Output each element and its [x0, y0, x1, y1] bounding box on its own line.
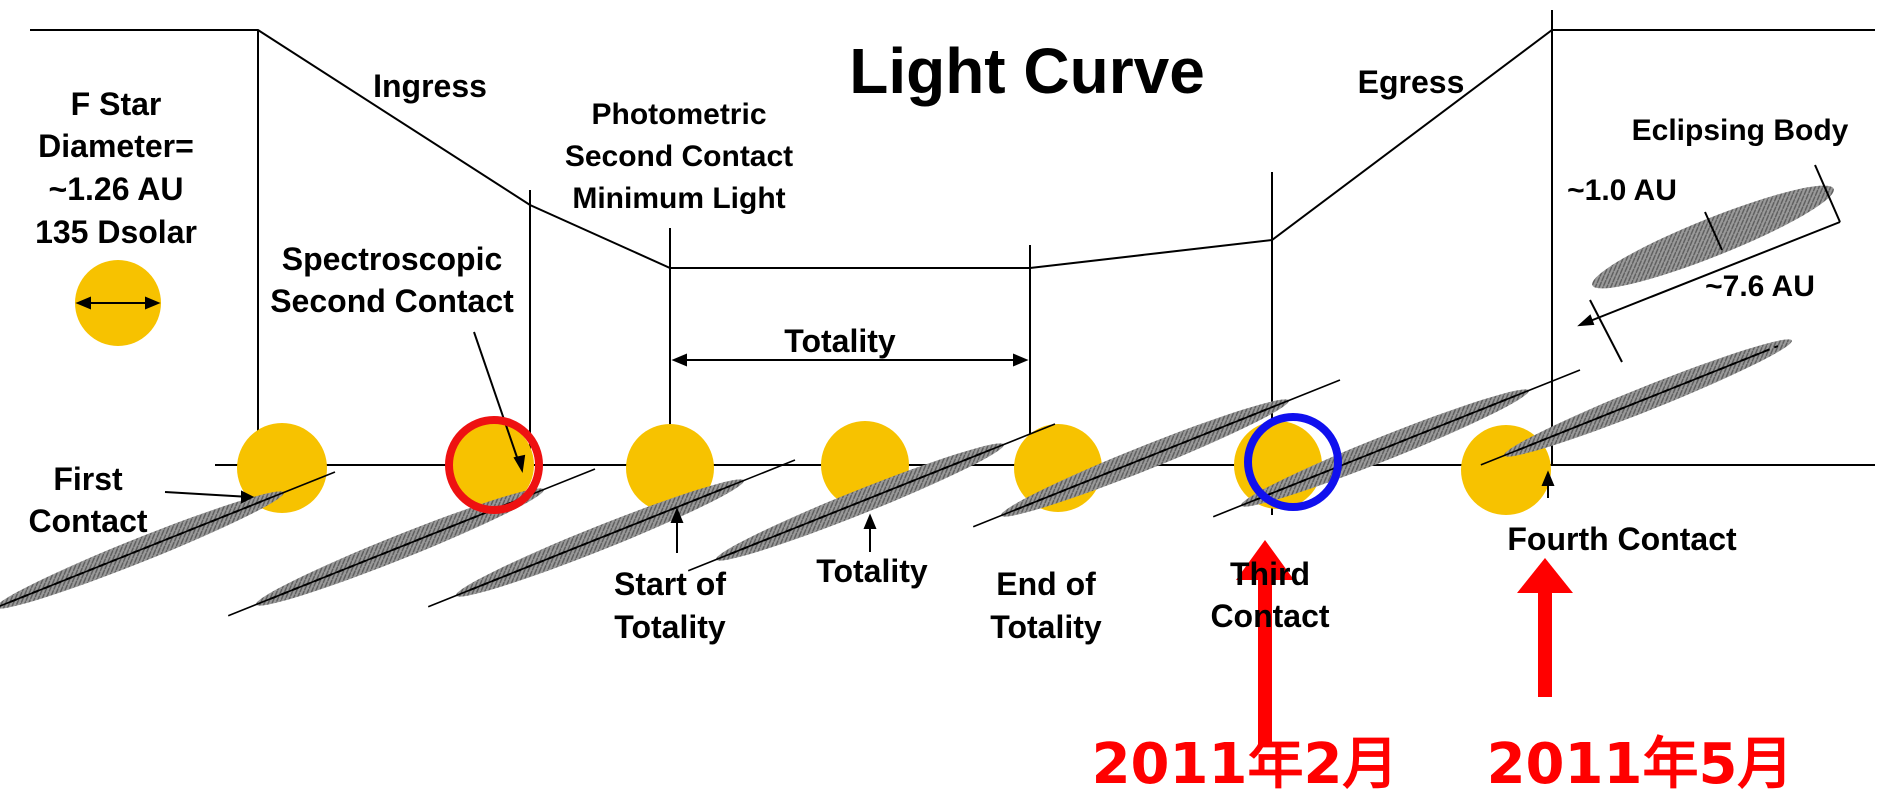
ellipse-7: [1480, 339, 1792, 466]
spectroscopic-highlight-circle: [445, 416, 543, 514]
eclipsing-body-label: Eclipsing Body: [1632, 114, 1849, 147]
end-totality-label-2: Totality: [990, 609, 1102, 645]
spectroscopic-contact-label-1: Spectroscopic: [282, 241, 503, 277]
star-name: F Star: [71, 86, 162, 122]
date-may-2011: 2011年5月: [1487, 732, 1794, 797]
egress-label: Egress: [1358, 64, 1465, 100]
legend-dimensions: [75, 164, 1841, 363]
ellipse-1: [0, 471, 336, 620]
light-curve: [30, 29, 1875, 269]
ingress-label: Ingress: [373, 68, 487, 104]
ellipse-6: [1212, 369, 1581, 518]
contact-lines: [257, 10, 1553, 515]
fourth-contact-label: Fourth Contact: [1507, 521, 1737, 557]
ellipse-4: [687, 423, 1056, 572]
star-diameter-label: Diameter=: [38, 128, 194, 164]
leader-arrows: [164, 331, 1555, 553]
star-diameter-au: ~1.26 AU: [49, 171, 184, 207]
start-totality-label-2: Totality: [614, 609, 726, 645]
third-contact-label-1: Third: [1230, 556, 1310, 592]
spectroscopic-contact-label-2: Second Contact: [270, 283, 514, 319]
first-contact-label-1: First: [53, 461, 123, 497]
eclipsing-bodies: [0, 185, 1834, 620]
star-diameter-solar: 135 Dsolar: [35, 214, 197, 250]
third-contact-label-2: Contact: [1210, 598, 1329, 634]
third-contact-highlight-circle: [1244, 413, 1342, 511]
ellipse-legend: [1592, 185, 1834, 289]
photometric-contact-label-1: Photometric: [591, 98, 766, 131]
first-contact-label-2: Contact: [28, 503, 147, 539]
photometric-contact-label-3: Minimum Light: [572, 182, 785, 215]
body-length-label: ~7.6 AU: [1705, 270, 1815, 303]
totality-span-label: Totality: [784, 323, 896, 359]
mid-totality-label: Totality: [816, 553, 928, 589]
body-thickness-label: ~1.0 AU: [1567, 174, 1677, 207]
star-start-totality: [626, 424, 714, 512]
red-arrow-fourth-contact: [1517, 558, 1573, 697]
date-feb-2011: 2011年2月: [1092, 732, 1399, 797]
date-arrows: [1236, 540, 1573, 746]
photometric-contact-label-2: Second Contact: [565, 140, 793, 173]
star-first-contact: [237, 423, 327, 513]
ellipse-3: [427, 459, 796, 608]
start-totality-label-1: Start of: [614, 566, 726, 602]
chart-title: Light Curve: [849, 35, 1205, 107]
red-arrow-third-contact: [1236, 540, 1294, 746]
totality-span: [671, 353, 1029, 367]
end-totality-label-1: End of: [996, 566, 1096, 602]
ellipse-5: [972, 379, 1341, 528]
